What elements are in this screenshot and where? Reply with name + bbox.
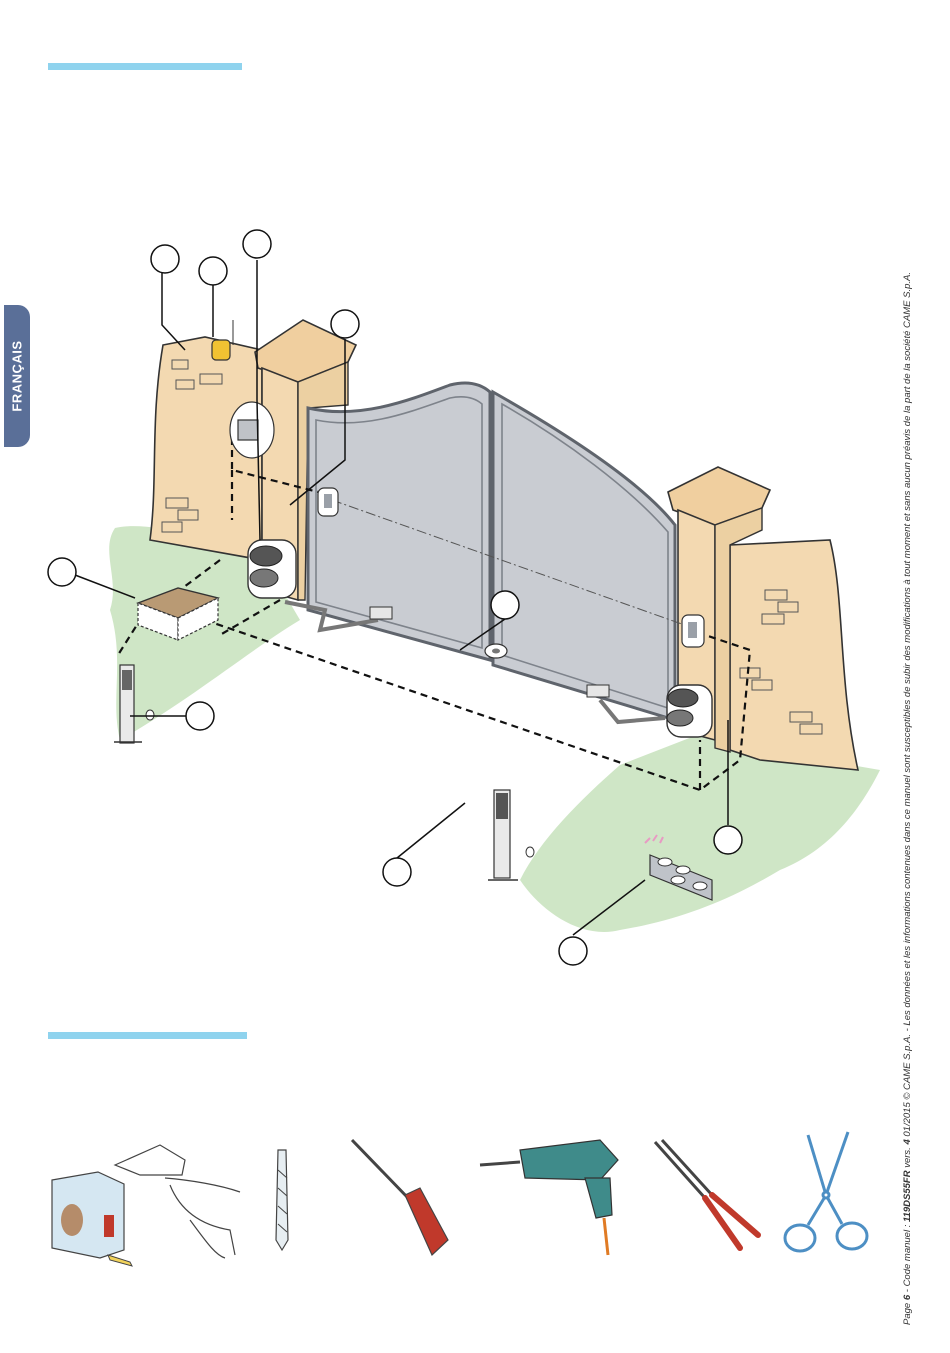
- callout-1: [151, 245, 179, 273]
- footer-copyright: © CAME S.p.A.: [902, 1034, 913, 1100]
- key-selector: [238, 420, 258, 440]
- footer-page-number: 6: [902, 1295, 913, 1300]
- callout-7: [186, 702, 214, 730]
- photocell-post-right: [488, 790, 518, 880]
- footer-date: 01/2015: [902, 1102, 913, 1136]
- welder-icon: [115, 1145, 240, 1258]
- callout-4: [331, 310, 359, 338]
- footer-code: 119DS55FR: [902, 1170, 913, 1222]
- drill-bit-icon: [276, 1150, 288, 1250]
- footer-page-label: Page: [902, 1303, 913, 1325]
- power-drill-icon: [480, 1140, 618, 1255]
- flashing-light: [212, 340, 230, 360]
- gate-leaf-right: [493, 392, 675, 720]
- callout-3: [243, 230, 271, 258]
- screwdriver-icon: [352, 1140, 448, 1255]
- footer-notice: - Les données et les informations conten…: [902, 272, 913, 1031]
- callout-6: [491, 591, 519, 619]
- callout-5: [48, 558, 76, 586]
- footer-code-label: - Code manuel :: [902, 1225, 913, 1293]
- gate-leaf-left: [308, 383, 490, 660]
- pliers-icon: [655, 1140, 758, 1248]
- footer-version-label: vers.: [902, 1147, 913, 1168]
- footer-version: 4: [902, 1139, 913, 1144]
- callout-10: [559, 937, 587, 965]
- callout-8: [714, 826, 742, 854]
- callout-9: [383, 858, 411, 886]
- tape-measure-icon: [52, 1172, 132, 1266]
- page-footer: Page 6 - Code manuel : 119DS55FR vers. 4…: [902, 265, 913, 1325]
- callout-2: [199, 257, 227, 285]
- scissors-icon: [785, 1132, 867, 1251]
